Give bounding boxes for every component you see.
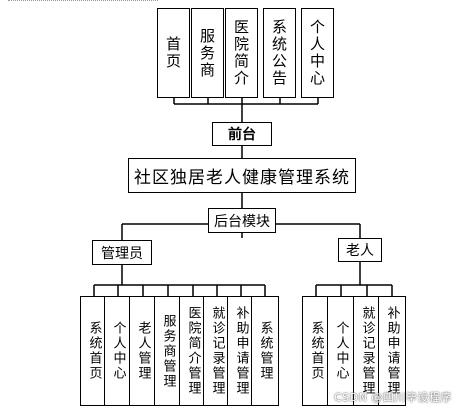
system-title: 社区独居老人健康管理系统 [128,158,356,193]
front-label: 前台 [212,122,272,146]
watermark: CSDN @四川毕设程序 [334,391,452,404]
cropped-top-edge [8,0,158,4]
admin-item-system-management: 系统管理 [251,296,279,406]
admin-item-elder-management: 老人管理 [129,296,157,406]
elder-item-personal-center: 个人中心 [327,296,355,406]
admin-item-hospital-intro-management: 医院简介管理 [179,296,207,406]
elder-item-system-home: 系统首页 [302,296,330,406]
admin-item-visit-record-management: 就诊记录管理 [203,296,231,406]
front-item-hospital-intro: 医院简介 [225,8,258,98]
admin-item-provider-management: 服务商管理 [154,296,182,406]
elder-label: 老人 [338,238,382,262]
backend-label: 后台模块 [208,208,276,233]
front-item-personal-center: 个人中心 [301,8,334,98]
admin-item-subsidy-management: 补助申请管理 [227,296,255,406]
admin-label: 管理员 [92,240,152,265]
elder-item-subsidy-management: 补助申请管理 [378,296,406,406]
front-item-provider: 服务商 [191,8,224,98]
front-item-home: 首页 [157,8,190,98]
front-item-announcement: 系统公告 [263,8,296,98]
admin-item-personal-center: 个人中心 [104,296,132,406]
elder-item-visit-record-management: 就诊记录管理 [353,296,381,406]
